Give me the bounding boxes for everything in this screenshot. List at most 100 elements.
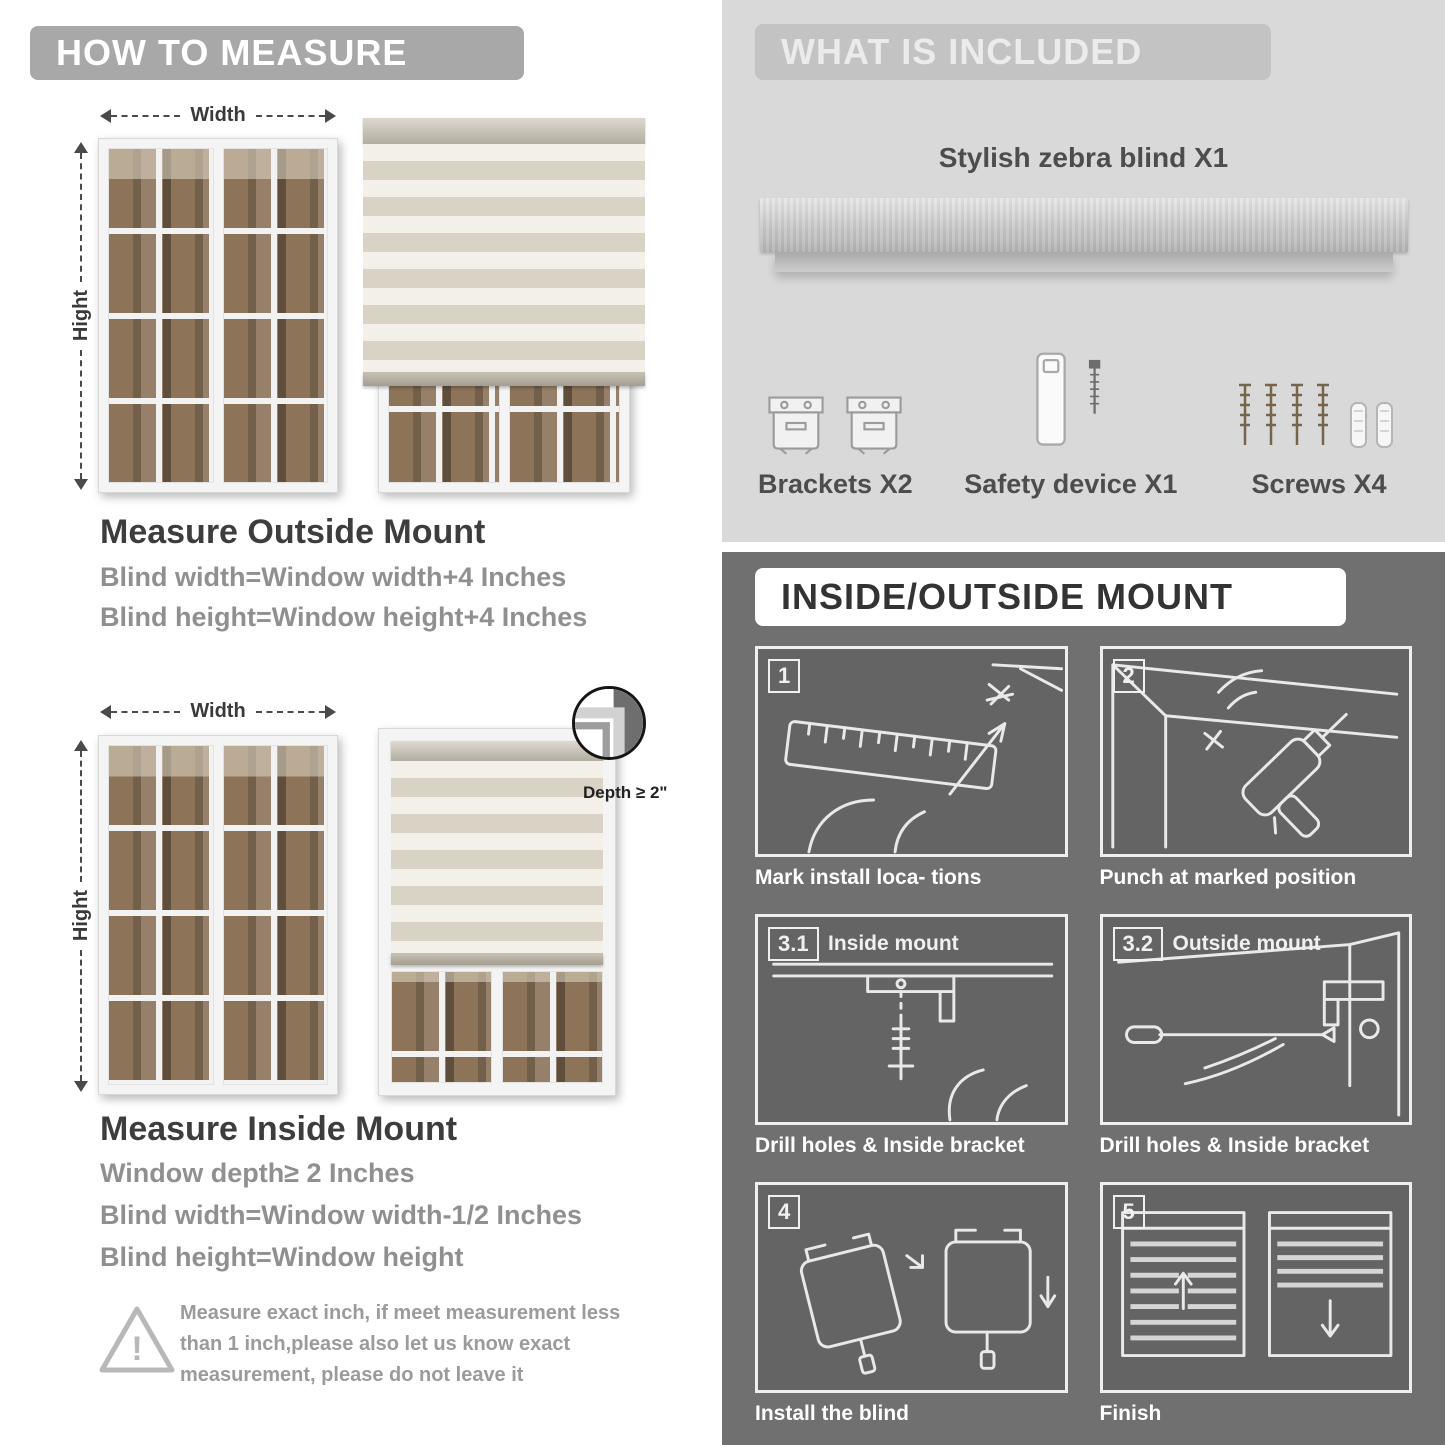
height-label: Hight [69,290,92,342]
step-3-2-caption: Drill holes & Inside bracket [1099,1134,1370,1157]
step-5-caption: Finish [1099,1402,1162,1425]
arrow-up-icon [74,142,88,153]
window-corner-zoom [575,689,643,757]
arrow-up-icon [74,740,88,751]
step-3-2-illustration [1116,931,1400,1117]
step-3-1-illustration [772,962,1054,1122]
step-3-1-title: Inside mount [828,932,959,955]
step-3-1-number: 3.1 [768,927,819,961]
what-is-included-header: WHAT IS INCLUDED [755,24,1271,80]
arrow-left-icon [100,108,111,123]
mount-steps-grid: 1 Mark install loca- tions [755,646,1412,1428]
outside-line-2: Blind height=Window height+4 Inches [100,602,588,632]
window-sash [222,745,328,1085]
step-3-2: 3.2 Outside mount Drill holes & Inside b… [1099,914,1412,1160]
height-label: Hight [69,890,92,942]
width-label: Width [190,104,246,126]
step-5-number: 5 [1112,1195,1145,1229]
included-items-row: Brackets X2 Safety device X1 [758,318,1409,500]
outside-line-1: Blind width=Window width+4 Inches [100,562,567,592]
blind-stripes [363,144,645,372]
depth-label: Depth ≥ 2" [583,783,668,802]
inside-line-1: Window depth≥ 2 Inches [100,1158,415,1188]
step-3-2-panel: 3.2 Outside mount [1099,914,1412,1125]
inside-line-3: Blind height=Window height [100,1242,464,1272]
bracket-icon [768,396,824,455]
window-sash [108,745,214,1085]
arrow-right-icon [325,704,337,719]
mount-section: INSIDE/OUTSIDE MOUNT [722,552,1445,1445]
window-illustration-inside [98,735,338,1095]
step-5: 5 Finish [1099,1182,1412,1428]
height-arrow-outside: Hight [68,142,94,490]
mount-header: INSIDE/OUTSIDE MOUNT [755,568,1346,626]
step-3-1-caption: Drill holes & Inside bracket [755,1134,1025,1157]
zebra-blind-label: Stylish zebra blind X1 [938,142,1229,173]
arrow-right-icon [325,108,337,123]
step-5-illustration [1120,1211,1392,1358]
what-is-included-section: WHAT IS INCLUDED Stylish zebra blind X1 [722,0,1445,542]
zebra-blind-outside [363,118,645,386]
headrail-illustration [760,198,1408,272]
width-arrow-inside: Width [100,700,337,723]
step-2: 2 Punch at marked position [1099,646,1412,892]
blind-cassette [391,741,603,761]
headrail-face [760,198,1408,252]
safety-device-label: Safety device X1 [964,469,1178,499]
step-2-caption: Punch at marked position [1099,866,1357,889]
headrail-underside [775,252,1393,272]
step-1-number: 1 [768,659,801,693]
warning-triangle-icon: ! [96,1302,178,1383]
brackets-label: Brackets X2 [758,469,913,499]
included-item-screws: Screws X4 [1229,377,1409,500]
inside-mount-title: Measure Inside Mount [100,1110,458,1148]
step-1: 1 Mark install loca- tions [755,646,1068,892]
arrow-down-icon [74,479,88,490]
step-2-panel: 2 [1099,646,1412,857]
step-4: 4 Install the blind [755,1182,1068,1428]
warning-exclamation: ! [131,1330,142,1368]
blind-illustration-outside [363,118,645,493]
step-2-illustration [1110,663,1398,849]
step-4-number: 4 [768,1195,801,1229]
blind-stripes [391,761,603,953]
step-4-illustration [799,1228,1057,1375]
how-to-measure-header: HOW TO MEASURE [30,26,524,80]
step-5-panel: 5 [1099,1182,1412,1393]
window-sash [108,148,214,483]
step-4-caption: Install the blind [755,1402,910,1425]
blind-bottom-rail [363,372,645,386]
outside-mount-title: Measure Outside Mount [100,513,486,551]
mount-title: INSIDE/OUTSIDE MOUNT [781,576,1234,617]
safety-device-icon [1036,352,1101,446]
step-3-1: 3.1 Inside mount Drill holes & Inside br… [755,914,1068,1160]
window-sash [502,971,603,1083]
depth-magnifier [572,686,646,760]
how-to-measure-title: HOW TO MEASURE [56,32,408,73]
measure-note: Measure exact inch, if meet measurement … [180,1302,621,1386]
included-item-brackets: Brackets X2 [758,389,913,500]
step-3-2-title: Outside mount [1172,932,1321,955]
width-label: Width [190,700,246,722]
step-1-illustration [784,663,1064,854]
included-item-safety-device: Safety device X1 [964,345,1177,500]
screws-icon [1239,383,1393,448]
arrow-left-icon [100,704,111,719]
window-sash [391,971,492,1083]
blind-illustration-inside [378,728,616,1096]
height-arrow-inside: Hight [68,740,94,1092]
window-sash [222,148,328,483]
step-4-panel: 4 [755,1182,1068,1393]
window-illustration-outside [98,138,338,493]
what-is-included-title: WHAT IS INCLUDED [781,31,1143,72]
step-1-panel: 1 [755,646,1068,857]
arrow-down-icon [74,1081,88,1092]
step-3-1-panel: 3.1 Inside mount [755,914,1068,1125]
width-arrow-outside: Width [100,104,337,127]
bracket-icon [846,396,902,455]
step-1-caption: Mark install loca- tions [755,866,982,889]
screws-label: Screws X4 [1251,469,1387,499]
blind-bottom-rail [391,953,603,965]
blind-cassette [363,118,645,144]
